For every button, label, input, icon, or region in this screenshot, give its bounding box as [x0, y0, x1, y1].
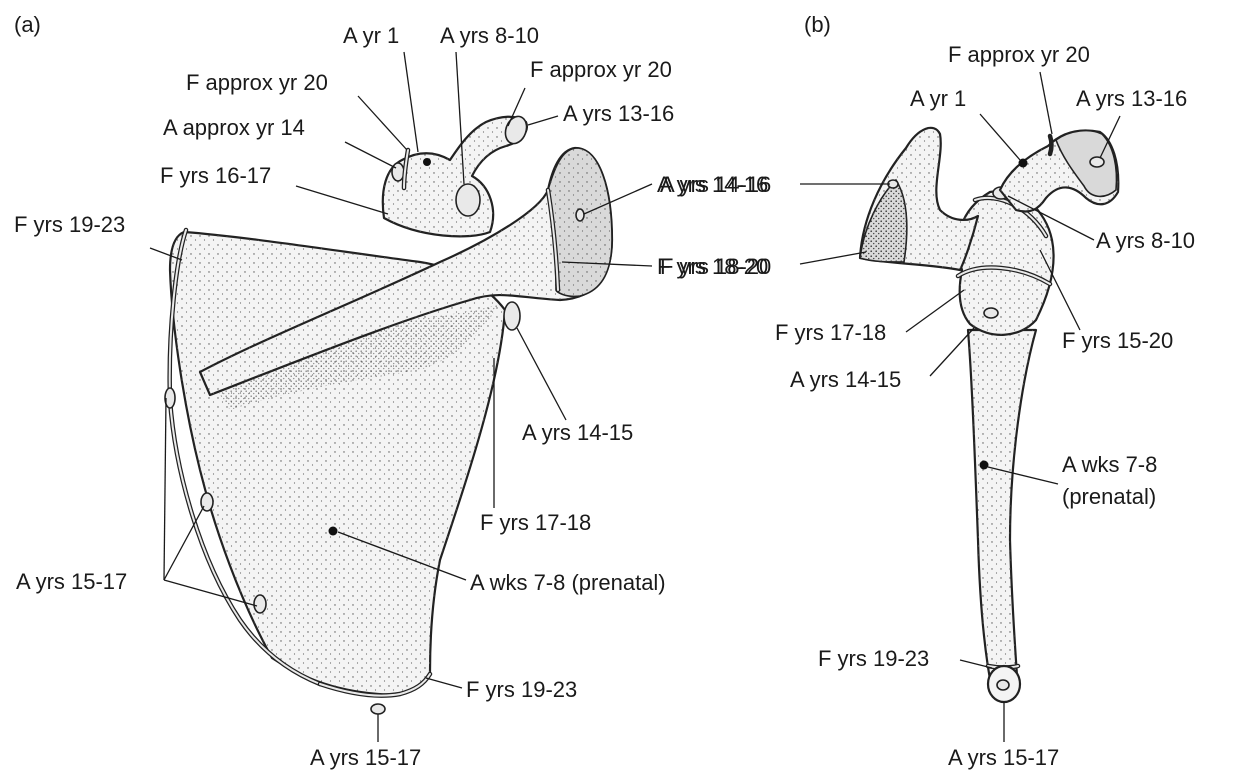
label-f-yrs-19-23-bottom-a: F yrs 19-23: [466, 677, 577, 702]
glenoid-region-b: [958, 187, 1054, 335]
label-a-wks-7-8-line2-b: (prenatal): [1062, 484, 1156, 509]
label-a-yr-1-a: A yr 1: [343, 23, 399, 48]
label-a-yrs-8-10-b: A yrs 8-10: [1096, 228, 1195, 253]
label-f-yrs-16-17-a: F yrs 16-17: [160, 163, 271, 188]
label-a-yrs-15-17-bottom-a: A yrs 15-17: [310, 745, 421, 770]
label-f-approx-yr-20-right-a: F approx yr 20: [530, 57, 672, 82]
label-f-yrs-15-20-b: F yrs 15-20: [1062, 328, 1173, 353]
label-a-wks-7-8-a: A wks 7-8 (prenatal): [470, 570, 666, 595]
label-f-yrs-19-23-top-a: F yrs 19-23: [14, 212, 125, 237]
label-a-wks-7-8-line1-b: A wks 7-8: [1062, 452, 1157, 477]
panel-b-label: (b): [804, 12, 831, 37]
coracoid-dot-a: [423, 158, 431, 166]
label-a-yrs-15-17-left-a: A yrs 15-17: [16, 569, 127, 594]
panel-a: (a): [14, 12, 768, 770]
label-f-yrs-18-20-b: F yrs 18-20: [660, 254, 771, 279]
label-a-approx-yr-14-a: A approx yr 14: [163, 115, 305, 140]
coracoid-b: [1000, 131, 1118, 212]
scapula-lateral-b: [968, 330, 1036, 702]
primary-center-dot-b: [980, 461, 989, 470]
label-a-yrs-13-16-b: A yrs 13-16: [1076, 86, 1187, 111]
label-f-yrs-17-18-a: F yrs 17-18: [480, 510, 591, 535]
label-a-yrs-14-15-a: A yrs 14-15: [522, 420, 633, 445]
primary-center-dot-a: [329, 527, 338, 536]
panel-a-label: (a): [14, 12, 41, 37]
label-a-yrs-14-15-b: A yrs 14-15: [790, 367, 901, 392]
label-f-approx-yr-20-b: F approx yr 20: [948, 42, 1090, 67]
panel-b: (b): [660, 12, 1195, 770]
label-a-yrs-13-16-a: A yrs 13-16: [563, 101, 674, 126]
label-a-yrs-15-17-b: A yrs 15-17: [948, 745, 1059, 770]
label-a-yr-1-b: A yr 1: [910, 86, 966, 111]
acromion-b: [860, 128, 978, 270]
label-f-approx-yr-20-left-a: F approx yr 20: [186, 70, 328, 95]
label-a-yrs-14-16-b: A yrs 14-16: [660, 172, 771, 197]
label-f-yrs-19-23-b: F yrs 19-23: [818, 646, 929, 671]
label-f-yrs-17-18-b: F yrs 17-18: [775, 320, 886, 345]
label-a-yrs-8-10-a: A yrs 8-10: [440, 23, 539, 48]
